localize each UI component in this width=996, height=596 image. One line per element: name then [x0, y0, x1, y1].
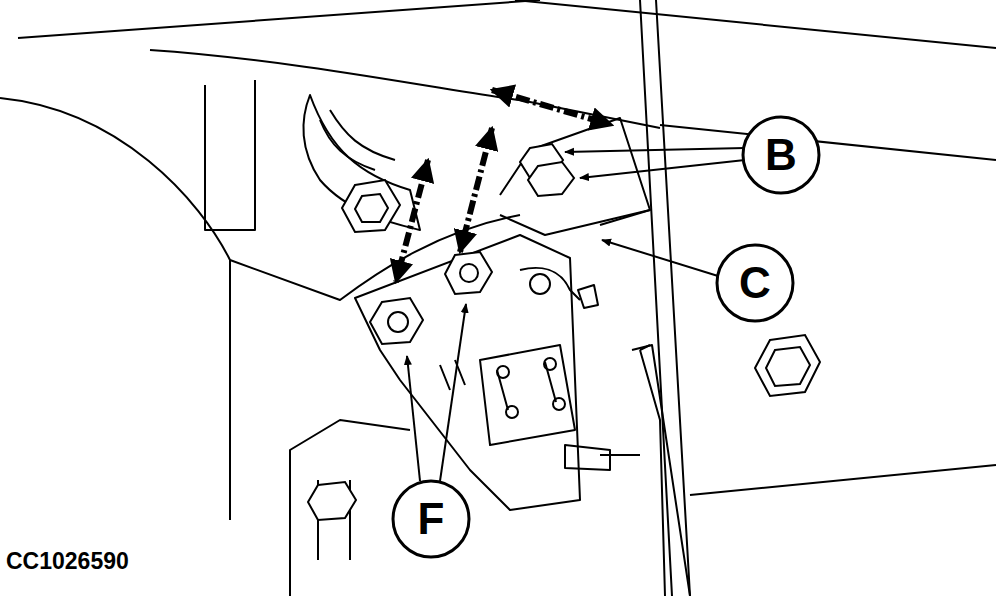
leader-lines [407, 148, 745, 481]
callout-circle: F [391, 479, 471, 559]
callout-circle: B [741, 115, 821, 195]
adjust-arrows [396, 90, 612, 282]
callout-letter: B [765, 130, 797, 180]
callout-circle: C [715, 243, 795, 323]
figure-number: CC1026590 [6, 548, 129, 575]
bolt-heads [308, 144, 820, 520]
callout-letter: C [739, 258, 771, 308]
callout-letter: F [418, 494, 445, 544]
